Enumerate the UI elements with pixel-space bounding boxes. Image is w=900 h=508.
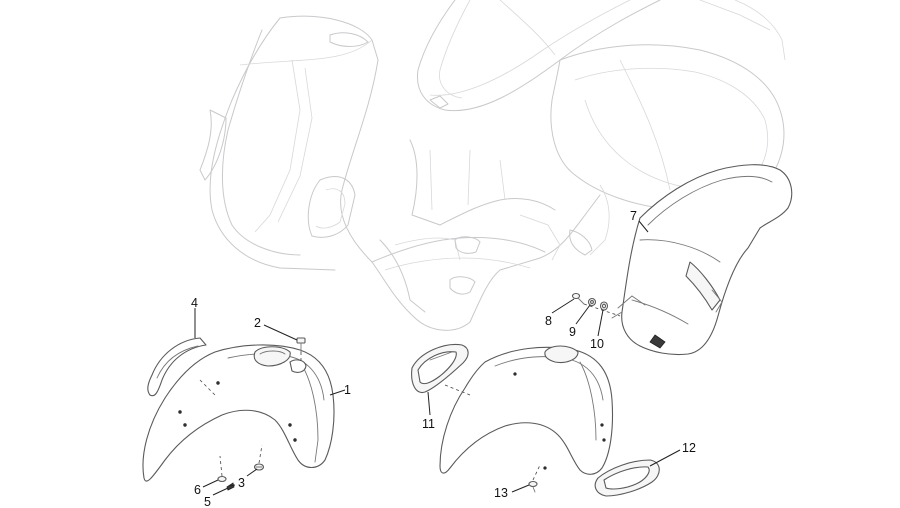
part-7-rear-hugger	[611, 164, 793, 356]
callout-1: 1	[344, 383, 351, 397]
scooter-body-ghost	[199, 0, 786, 331]
part-4-front-fender-trim	[147, 337, 207, 397]
callout-13: 13	[494, 486, 508, 500]
callout-12: 12	[682, 441, 696, 455]
part-3-fastener	[253, 463, 265, 471]
part-6-washer	[217, 475, 227, 483]
callout-8: 8	[545, 314, 552, 328]
callout-11: 11	[422, 417, 435, 431]
part-5-screw	[226, 482, 236, 491]
part-11-duct	[411, 343, 469, 394]
callout-labels: 1 2 3 4 5 6 7 8 9 10 11 12 13	[191, 209, 696, 508]
callout-3: 3	[238, 476, 245, 490]
part-10-washer	[599, 301, 609, 311]
callout-6: 6	[194, 483, 201, 497]
part-1-front-mudguard	[142, 344, 335, 482]
callout-10: 10	[590, 337, 604, 351]
leader-lines	[194, 220, 681, 496]
assembly-lines	[199, 303, 621, 481]
rear-mudguard	[439, 345, 614, 475]
part-13-screw	[528, 480, 538, 493]
callout-2: 2	[254, 316, 261, 330]
callout-4: 4	[191, 296, 198, 310]
part-8-bolt	[571, 292, 585, 305]
part-2-screw	[296, 337, 306, 353]
callout-9: 9	[569, 325, 576, 339]
callout-7: 7	[630, 209, 637, 223]
callout-5: 5	[204, 495, 211, 508]
part-12-rubber-seal	[594, 459, 660, 497]
part-9-washer	[587, 297, 597, 307]
